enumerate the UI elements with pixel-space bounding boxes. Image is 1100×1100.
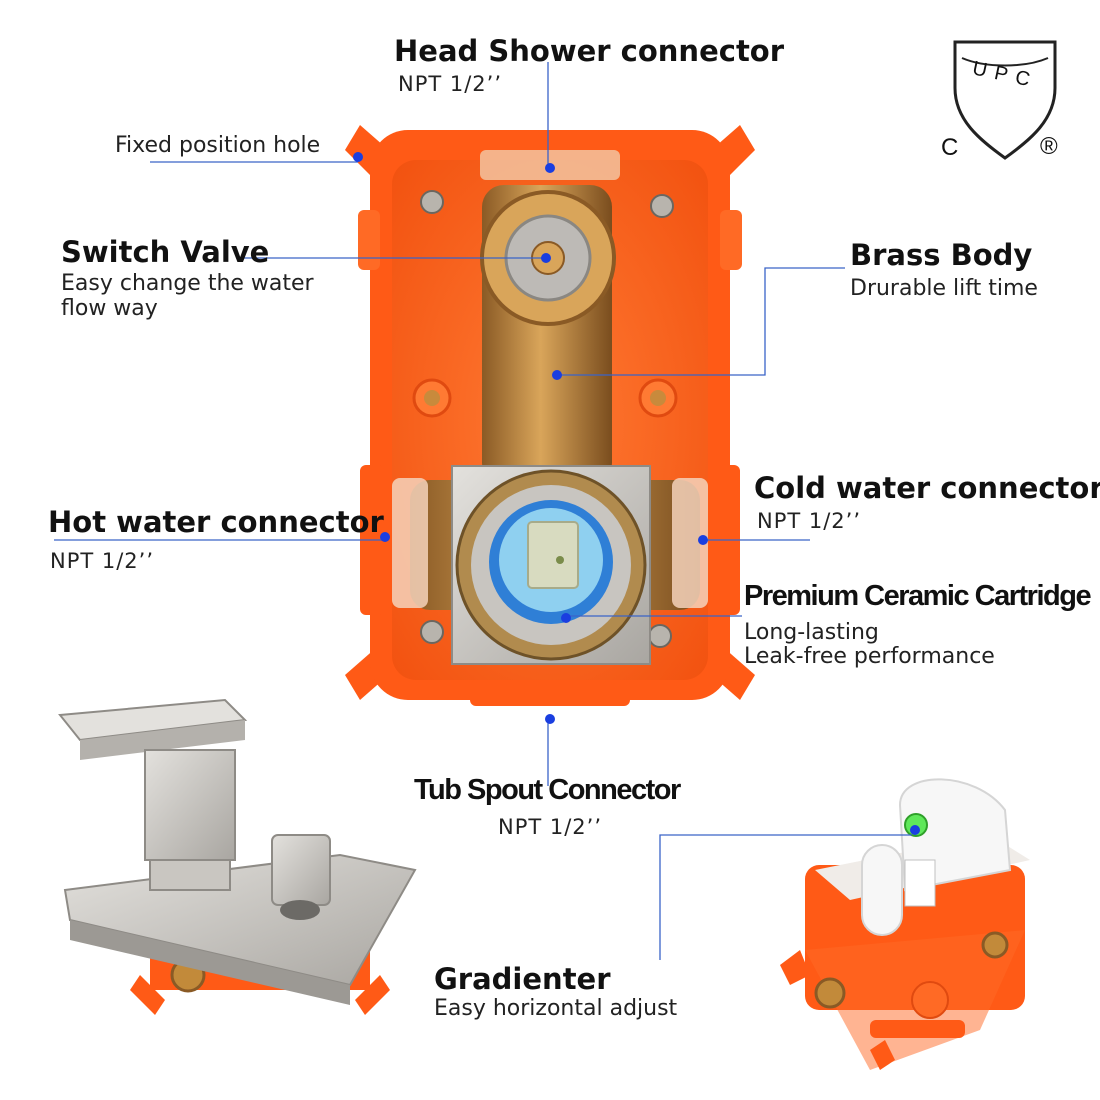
switch-valve-title: Switch Valve <box>61 235 270 269</box>
hot-water-title: Hot water connector <box>48 505 384 539</box>
dot-cartridge <box>561 613 571 623</box>
dot-fixed-hole <box>353 152 363 162</box>
upc-c-letter: C <box>941 134 959 161</box>
dot-tub-spout <box>545 714 555 724</box>
fixing-holes <box>412 378 678 418</box>
switch-valve-sub1: Easy change the water <box>61 271 314 296</box>
brass-body-title: Brass Body <box>850 238 1033 272</box>
fixed-hole-label: Fixed position hole <box>115 133 321 158</box>
switch-valve-sub2: flow way <box>61 296 158 321</box>
dot-switch-valve <box>541 253 551 263</box>
dot-hot-water <box>380 532 390 542</box>
tub-spout-npt: NPT 1/2’’ <box>498 815 603 839</box>
leader-lines <box>54 62 912 960</box>
cartridge-sub2: Leak-free performance <box>744 644 995 669</box>
box-with-gradienter <box>780 778 1030 1070</box>
screws <box>420 190 674 648</box>
gradienter-title: Gradienter <box>434 962 611 996</box>
indicator-dots <box>353 152 920 835</box>
head-shower-title: Head Shower connector <box>394 34 785 68</box>
dot-head-shower <box>545 163 555 173</box>
tub-spout-title: Tub Spout Connector <box>414 774 681 806</box>
trim-assembly <box>58 698 417 1015</box>
dot-brass-body <box>552 370 562 380</box>
hot-water-npt: NPT 1/2’’ <box>50 549 155 573</box>
brass-body-sub: Drurable lift time <box>850 276 1038 301</box>
cartridge-title: Premium Ceramic Cartridge <box>744 580 1092 612</box>
head-shower-npt: NPT 1/2’’ <box>398 72 503 96</box>
dot-gradienter <box>910 825 920 835</box>
cold-water-npt: NPT 1/2’’ <box>757 509 862 533</box>
gradienter-sub: Easy horizontal adjust <box>434 996 678 1021</box>
registered-icon: ® <box>1040 133 1058 160</box>
cartridge-sub1: Long-lasting <box>744 620 879 645</box>
cold-water-title: Cold water connector <box>754 471 1100 505</box>
dot-cold-water <box>698 535 708 545</box>
upc-shield-icon <box>953 40 1057 160</box>
